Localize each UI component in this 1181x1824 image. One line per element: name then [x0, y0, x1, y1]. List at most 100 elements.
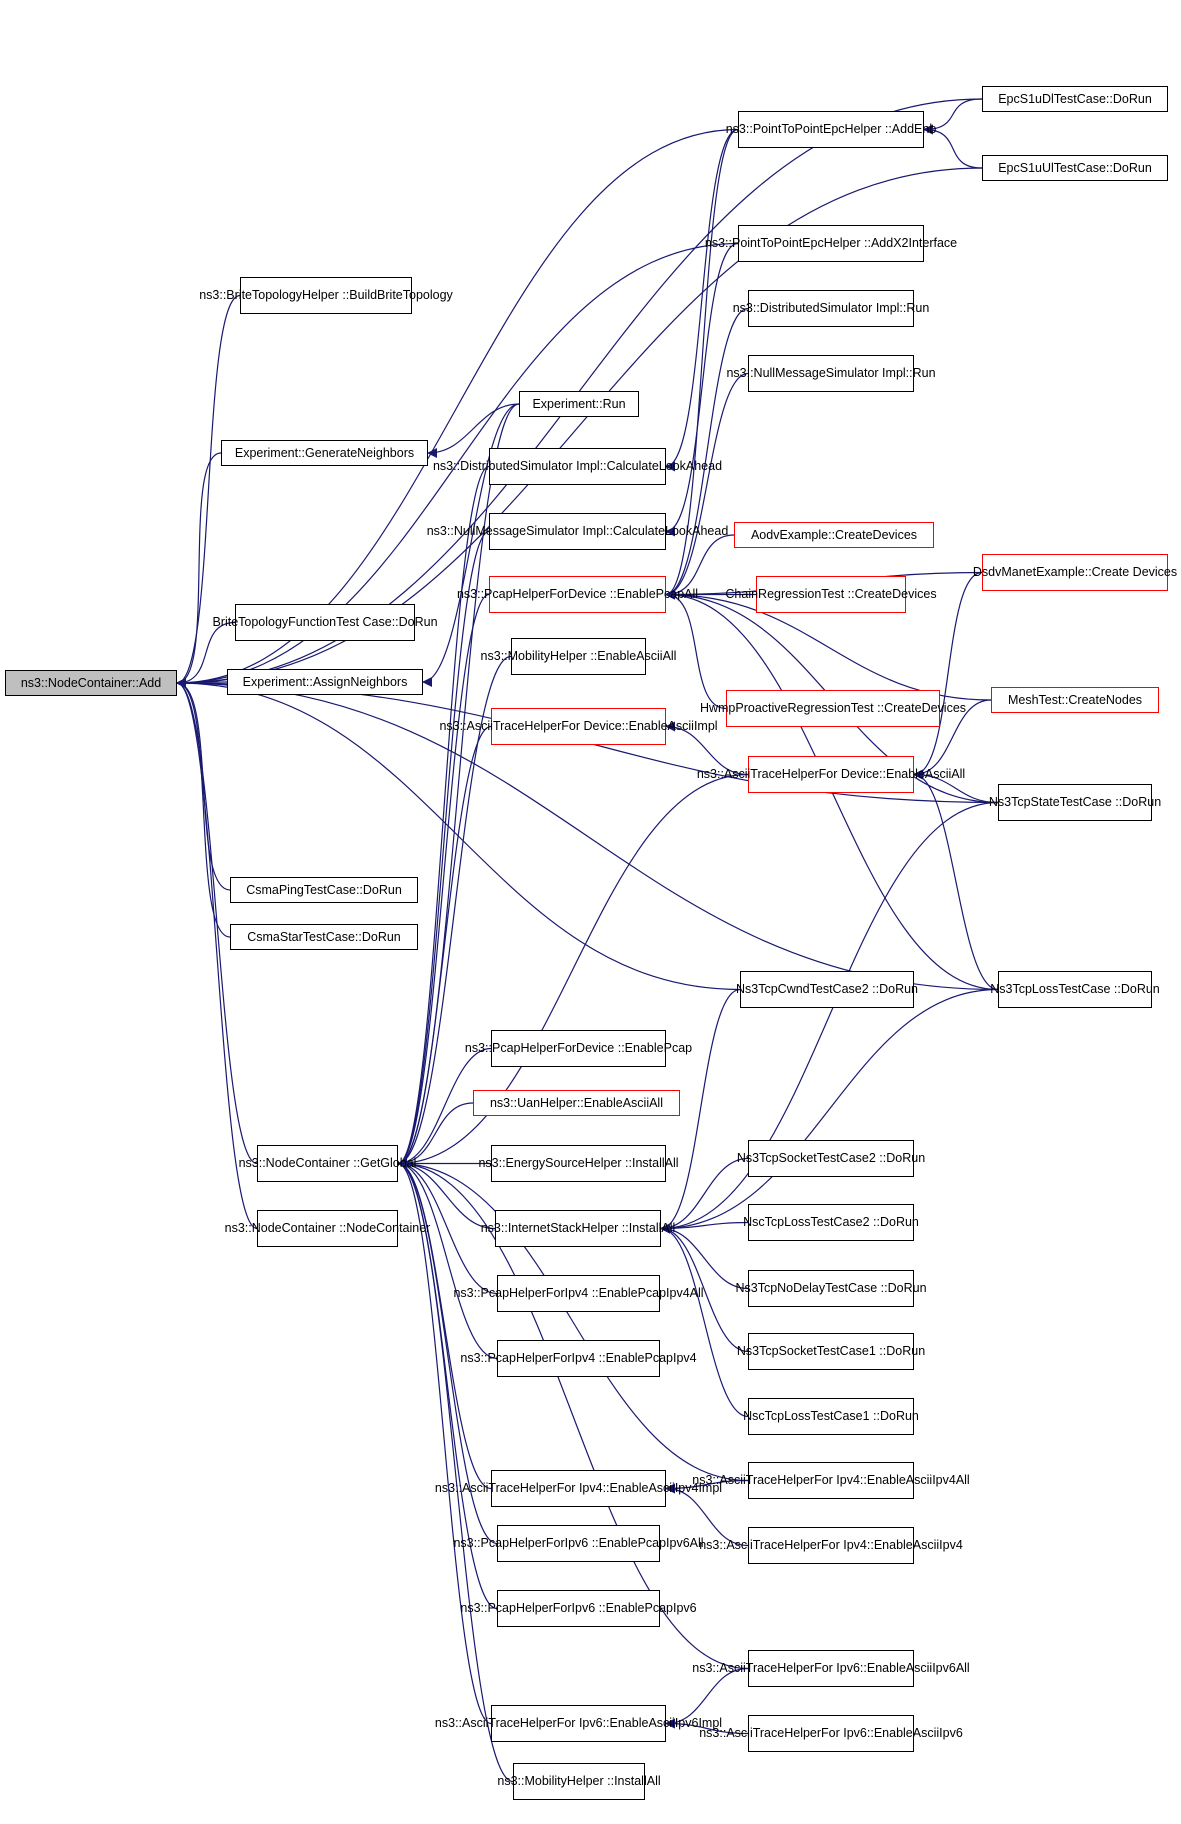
call-edge-expRun-to-assignNeigh: [422, 403, 520, 687]
call-edge-nscLoss1-to-inetInstall: [660, 1223, 749, 1418]
node-label: Experiment::Run: [532, 396, 626, 411]
call-edge-pcapDev-to-getGlobal: [397, 1047, 492, 1169]
node-nsc-tcp-loss-test-case1-dorun[interactable]: NscTcpLossTestCase1 ::DoRun: [743, 1398, 919, 1435]
node-nodecontainer-constructor[interactable]: ns3::NodeContainer ::NodeContainer: [225, 1210, 430, 1247]
node-distributed-simulator-run[interactable]: ns3::DistributedSimulator Impl::Run: [733, 290, 929, 327]
node-mesh-test-create-nodes[interactable]: MeshTest::CreateNodes: [991, 687, 1159, 713]
node-ns3-tcp-socket-test-case2-dorun[interactable]: Ns3TcpSocketTestCase2 ::DoRun: [737, 1140, 925, 1177]
node-label: ns3::AsciiTraceHelperFor Ipv6::EnableAsc…: [434, 1716, 723, 1730]
node-label: Ns3TcpSocketTestCase1 ::DoRun: [736, 1344, 926, 1358]
call-edge-pcap6All-to-getGlobal: [397, 1158, 498, 1545]
node-ascii-trace-helper-ipv6-enable-ascii-ipv6[interactable]: ns3::AsciiTraceHelperFor Ipv6::EnableAsc…: [699, 1715, 963, 1752]
node-ns3-tcp-cwnd-test-case2-dorun[interactable]: Ns3TcpCwndTestCase2 ::DoRun: [736, 971, 918, 1008]
call-edge-briteFn-to-root: [176, 621, 236, 688]
node-pcap-helper-ipv6-enable-pcap-ipv6[interactable]: ns3::PcapHelperForIpv6 ::EnablePcapIpv6: [460, 1590, 697, 1627]
call-edge-expRun-to-genNeigh: [427, 403, 520, 458]
node-ascii-trace-helper-ipv6-enable-ascii-ipv6-all[interactable]: ns3::AsciiTraceHelperFor Ipv6::EnableAsc…: [692, 1650, 970, 1687]
node-label: Ns3TcpSocketTestCase2 ::DoRun: [736, 1151, 926, 1165]
node-ns3-tcp-socket-test-case1-dorun[interactable]: Ns3TcpSocketTestCase1 ::DoRun: [737, 1333, 925, 1370]
call-edge-addEnb-to-root: [176, 128, 739, 688]
node-label: MeshTest::CreateNodes: [1007, 692, 1143, 707]
call-edge-ascii4All-to-ascii4Impl: [665, 1479, 749, 1494]
node-label: ns3::InternetStackHelper ::InstallAll: [480, 1221, 676, 1235]
node-label: ns3::PcapHelperForIpv4 ::EnablePcapIpv4A…: [453, 1286, 704, 1300]
node-ascii-trace-helper-device-enable-ascii-impl[interactable]: ns3::AsciiTraceHelperFor Device::EnableA…: [439, 708, 718, 745]
node-label: AodvExample::CreateDevices: [750, 527, 918, 542]
node-ascii-trace-helper-ipv4-enable-ascii-ipv4-all[interactable]: ns3::AsciiTraceHelperFor Ipv4::EnableAsc…: [692, 1462, 970, 1499]
node-chain-regression-test-create-devices[interactable]: ChainRegressionTest ::CreateDevices: [725, 576, 937, 613]
node-label: ns3::AsciiTraceHelperFor Device::EnableA…: [696, 767, 966, 781]
node-label: EpcS1uUlTestCase::DoRun: [998, 160, 1152, 175]
node-label: EpcS1uDlTestCase::DoRun: [998, 91, 1152, 106]
call-edge-pcapAll-to-getGlobal: [397, 593, 490, 1169]
call-edge-epcUl-to-addEnb: [923, 124, 983, 169]
node-internet-stack-helper-install-all[interactable]: ns3::InternetStackHelper ::InstallAll: [481, 1210, 675, 1247]
node-mobility-helper-enable-ascii-all[interactable]: ns3::MobilityHelper ::EnableAsciiAll: [481, 638, 676, 675]
node-label: ns3::PcapHelperForIpv6 ::EnablePcapIpv6: [460, 1601, 697, 1615]
node-dsdv-manet-example-create-devices[interactable]: DsdvManetExample::Create Devices: [973, 554, 1177, 591]
call-edge-tcpState-to-inetInstall: [660, 801, 999, 1234]
call-edge-getGlobal-to-root: [176, 678, 258, 1165]
node-label: ns3::UanHelper::EnableAsciiAll: [489, 1095, 663, 1110]
call-edge-sock2-to-inetInstall: [660, 1157, 749, 1234]
node-label: CsmaStarTestCase::DoRun: [247, 929, 401, 944]
node-nsc-tcp-loss-test-case2-dorun[interactable]: NscTcpLossTestCase2 ::DoRun: [743, 1204, 919, 1241]
node-ns3-tcp-no-delay-test-case-dorun[interactable]: Ns3TcpNoDelayTestCase ::DoRun: [735, 1270, 927, 1307]
node-experiment-assign-neighbors[interactable]: Experiment::AssignNeighbors: [227, 669, 423, 695]
call-edge-addEnb-to-pcapAll: [665, 128, 739, 600]
node-pcap-helper-ipv6-enable-pcap-ipv6-all[interactable]: ns3::PcapHelperForIpv6 ::EnablePcapIpv6A…: [453, 1525, 704, 1562]
node-pcap-helper-ipv4-enable-pcap-ipv4-all[interactable]: ns3::PcapHelperForIpv4 ::EnablePcapIpv4A…: [453, 1275, 704, 1312]
node-label: Experiment::GenerateNeighbors: [234, 445, 415, 460]
node-ascii-trace-helper-device-enable-ascii-all[interactable]: ns3::AsciiTraceHelperFor Device::EnableA…: [697, 756, 965, 793]
node-hwmp-proactive-regression-test-create-devices[interactable]: HwmpProactiveRegressionTest ::CreateDevi…: [700, 690, 966, 727]
node-distributed-simulator-calculate-lookahead[interactable]: ns3::DistributedSimulator Impl::Calculat…: [433, 448, 722, 485]
call-edge-hwmp-to-pcapAll: [665, 589, 727, 710]
node-pcap-helper-for-device-enable-pcap-all[interactable]: ns3::PcapHelperForDevice ::EnablePcapAll: [457, 576, 698, 613]
call-edge-tcpLoss-to-asciiAll: [913, 769, 999, 991]
call-edge-ascii4All-to-getGlobal: [397, 1158, 749, 1482]
call-edge-ascii6All-to-getGlobal: [397, 1158, 749, 1670]
node-pcap-helper-for-device-enable-pcap[interactable]: ns3::PcapHelperForDevice ::EnablePcap: [465, 1030, 692, 1067]
call-edge-csmaPing-to-root: [176, 678, 231, 891]
call-edge-inetInstall-to-getGlobal: [397, 1158, 496, 1230]
node-brite-topology-helper-build[interactable]: ns3::BriteTopologyHelper ::BuildBriteTop…: [199, 277, 453, 314]
node-label: ns3::AsciiTraceHelperFor Ipv4::EnableAsc…: [692, 1473, 970, 1487]
call-edge-tcpLoss-to-inetInstall: [660, 988, 999, 1234]
node-label: ns3::PcapHelperForDevice ::EnablePcapAll: [456, 587, 699, 601]
call-edge-addEnb-to-distCalc: [665, 128, 739, 472]
node-p2p-epc-helper-addx2interface[interactable]: ns3::PointToPointEpcHelper ::AddX2Interf…: [705, 225, 957, 262]
node-p2p-epc-helper-addenb[interactable]: ns3::PointToPointEpcHelper ::AddEnb: [726, 111, 936, 148]
node-energy-source-helper-install-all[interactable]: ns3::EnergySourceHelper ::InstallAll: [478, 1145, 679, 1182]
call-edge-ascii6Impl-to-getGlobal: [397, 1158, 492, 1725]
node-uan-helper-enable-ascii-all[interactable]: ns3::UanHelper::EnableAsciiAll: [473, 1090, 680, 1116]
node-csma-star-test-case-dorun[interactable]: CsmaStarTestCase::DoRun: [230, 924, 418, 950]
call-edge-cwnd2-to-inetInstall: [660, 988, 741, 1234]
call-edge-mobAscii-to-getGlobal: [397, 655, 512, 1169]
node-label: ns3::AsciiTraceHelperFor Ipv4::EnableAsc…: [699, 1538, 963, 1552]
node-ns3-tcp-loss-test-case-dorun[interactable]: Ns3TcpLossTestCase ::DoRun: [990, 971, 1160, 1008]
node-label: Ns3TcpNoDelayTestCase ::DoRun: [735, 1281, 927, 1295]
node-nodecontainer-get-global[interactable]: ns3::NodeContainer ::GetGlobal: [239, 1145, 416, 1182]
node-label: ns3::AsciiTraceHelperFor Ipv4::EnableAsc…: [434, 1481, 723, 1495]
node-experiment-run[interactable]: Experiment::Run: [519, 391, 639, 417]
node-csma-ping-test-case-dorun[interactable]: CsmaPingTestCase::DoRun: [230, 877, 418, 903]
node-null-message-simulator-run[interactable]: ns3::NullMessageSimulator Impl::Run: [726, 355, 936, 392]
node-ascii-trace-helper-ipv6-enable-ascii-ipv6-impl[interactable]: ns3::AsciiTraceHelperFor Ipv6::EnableAsc…: [435, 1705, 722, 1742]
node-null-message-simulator-calculate-lookahead[interactable]: ns3::NullMessageSimulator Impl::Calculat…: [427, 513, 728, 550]
call-edge-meshTest-to-asciiAll: [913, 699, 992, 780]
call-edge-genNeigh-to-root: [176, 452, 222, 688]
node-brite-topology-function-test-dorun[interactable]: BriteTopologyFunctionTest Case::DoRun: [212, 604, 438, 641]
node-mobility-helper-install-all[interactable]: ns3::MobilityHelper ::InstallAll: [497, 1763, 661, 1800]
node-epcs1udl-testcase-dorun[interactable]: EpcS1uDlTestCase::DoRun: [982, 86, 1168, 112]
call-edge-csmaStar-to-root: [176, 678, 231, 938]
node-aodv-example-create-devices[interactable]: AodvExample::CreateDevices: [734, 522, 934, 548]
node-epcs1uul-testcase-dorun[interactable]: EpcS1uUlTestCase::DoRun: [982, 155, 1168, 181]
node-ascii-trace-helper-ipv4-enable-ascii-ipv4[interactable]: ns3::AsciiTraceHelperFor Ipv4::EnableAsc…: [699, 1527, 963, 1564]
node-ns3-tcp-state-test-case-dorun[interactable]: Ns3TcpStateTestCase ::DoRun: [989, 784, 1161, 821]
node-ascii-trace-helper-ipv4-enable-ascii-ipv4-impl[interactable]: ns3::AsciiTraceHelperFor Ipv4::EnableAsc…: [435, 1470, 722, 1507]
node-experiment-generate-neighbors[interactable]: Experiment::GenerateNeighbors: [221, 440, 428, 466]
node-pcap-helper-ipv4-enable-pcap-ipv4[interactable]: ns3::PcapHelperForIpv4 ::EnablePcapIpv4: [460, 1340, 697, 1377]
call-edge-addX2-to-root: [176, 242, 739, 688]
call-edge-ascii6All-to-ascii6Impl: [665, 1667, 749, 1729]
